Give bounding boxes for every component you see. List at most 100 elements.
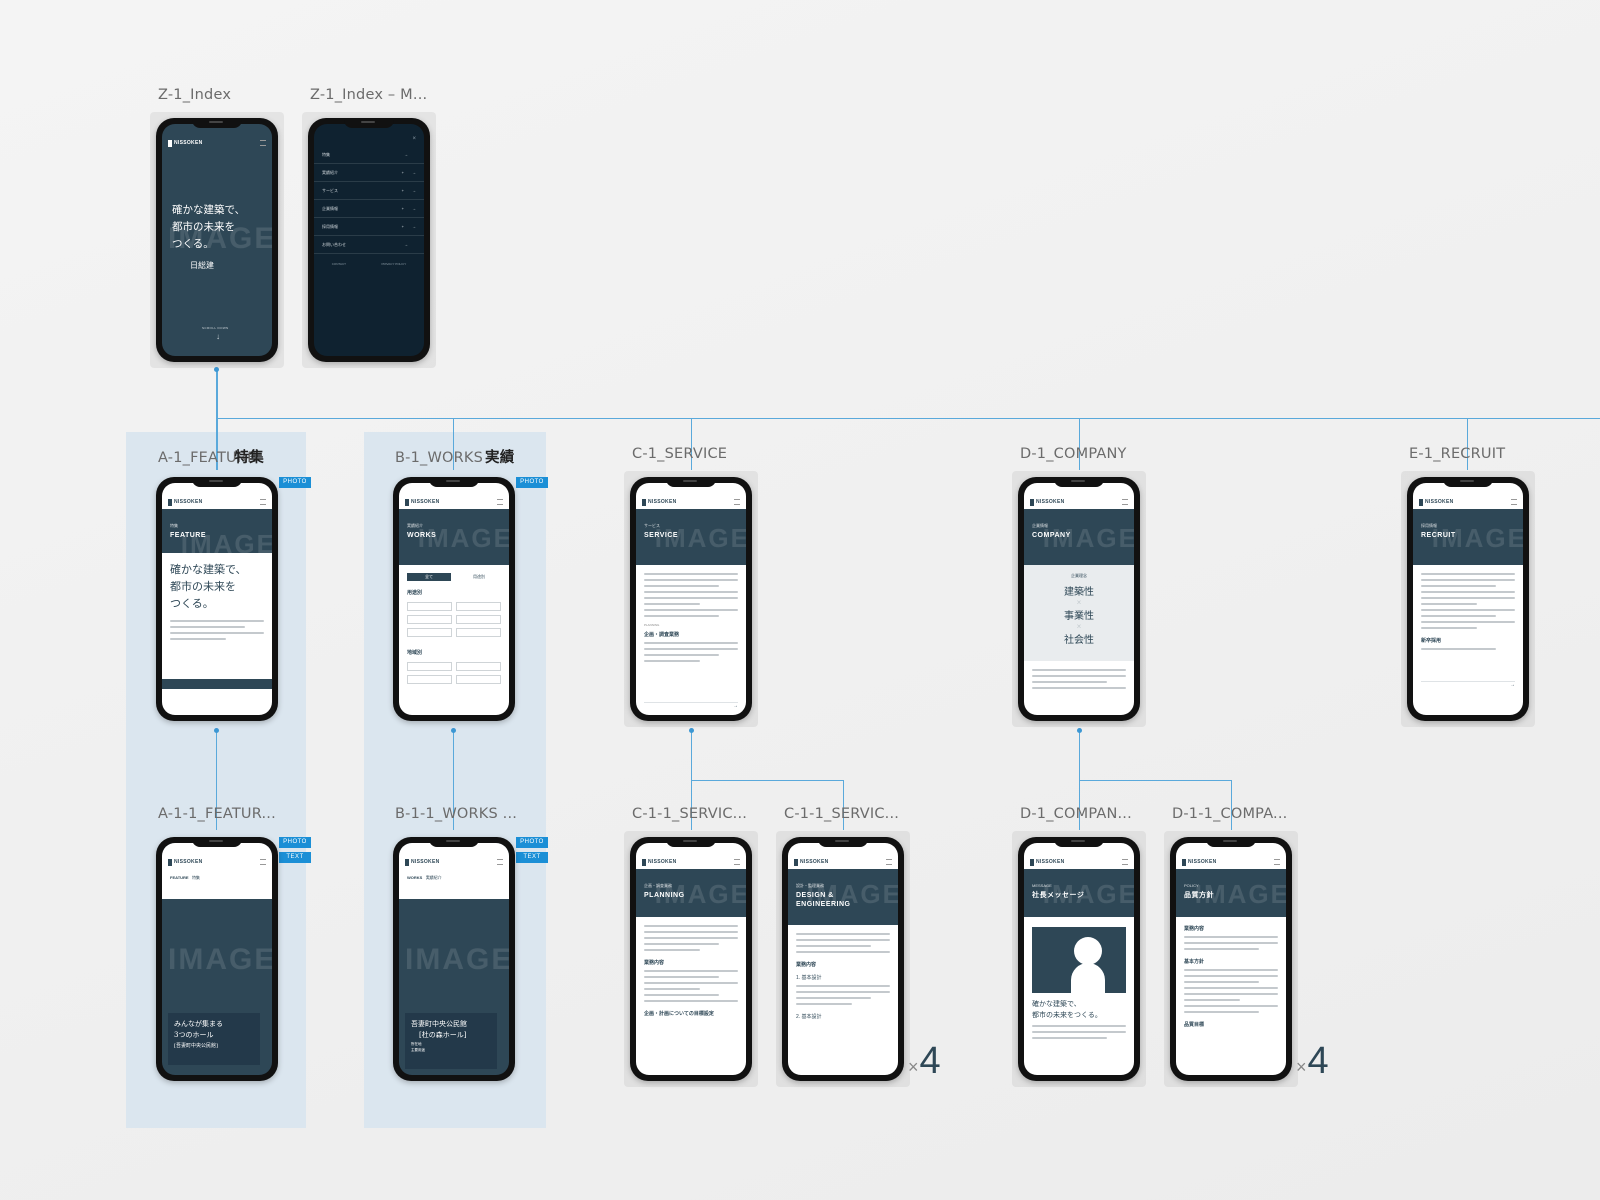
multiplier-label: ×4	[1296, 1040, 1329, 1082]
menu-icon[interactable]	[1122, 499, 1128, 505]
contact-link[interactable]: CONTACT	[331, 262, 347, 266]
section-heading: 用途別	[407, 590, 423, 596]
artboard-label-d1a[interactable]: D-1_COMPAN...	[1020, 806, 1132, 822]
menu-item[interactable]: サービス+→	[314, 182, 424, 200]
connector-line	[1079, 780, 1231, 781]
works-title-card[interactable]: 吾妻町中央公民館 [杜の森ホール] 所在地 主要用途	[405, 1013, 497, 1069]
connector-line	[216, 370, 218, 470]
artboard-label-z1-menu[interactable]: Z-1_Index – M...	[310, 87, 428, 103]
artboard-c11-service-design[interactable]: NISSOKEN 設計・監理業務 DESIGN &ENGINEERING IMA…	[776, 831, 910, 1087]
artboard-label-c11b[interactable]: C-1-1_SERVIC...	[784, 806, 900, 822]
artboard-label-d1b[interactable]: D-1-1_COMPA...	[1172, 806, 1288, 822]
page-label-jp: 実績紹介	[407, 523, 423, 528]
section-heading: 新卒採用	[1421, 638, 1442, 644]
menu-icon[interactable]	[497, 499, 503, 505]
menu-icon[interactable]	[734, 859, 740, 865]
menu-icon[interactable]	[260, 859, 266, 865]
menu-icon[interactable]	[497, 859, 503, 865]
filter-chip[interactable]	[456, 615, 501, 624]
filter-chip[interactable]	[456, 662, 501, 671]
artboard-d11-company-policy[interactable]: NISSOKEN POLICY 品質方針 IMAGE 業務内容 基本方針 品質目…	[1164, 831, 1298, 1087]
scroll-arrow-icon: ↓	[216, 332, 220, 341]
section-label-en: PLANNING	[644, 623, 660, 627]
connector-line	[216, 730, 217, 830]
page-label-jp: 設計・監理業務	[796, 883, 824, 888]
menu-icon[interactable]	[734, 499, 740, 505]
filter-chip[interactable]	[407, 602, 452, 611]
logo-icon	[168, 139, 172, 147]
page-label-jp: 企業情報	[1032, 523, 1048, 528]
page-title: WORKS	[407, 532, 437, 539]
page-label-en: POLICY	[1184, 883, 1199, 888]
filter-chip[interactable]	[407, 675, 452, 684]
close-icon[interactable]: ×	[412, 136, 416, 142]
artboard-b11-works-detail[interactable]: NISSOKEN WORKS 実績紹介 IMAGE 吾妻町中央公民館 [杜の森ホ…	[387, 831, 521, 1087]
artboard-label-d1[interactable]: D-1_COMPANY	[1020, 446, 1127, 462]
hero-watermark: IMAGE	[654, 523, 746, 553]
artboard-label-c1[interactable]: C-1_SERVICE	[632, 446, 728, 462]
feature-title-card[interactable]: みんなが集まる 3つのホール [吾妻町中央公民館]	[168, 1013, 260, 1065]
artboard-a1-feature[interactable]: NISSOKEN 特集 FEATURE IMAGE 確かな建築で、都市の未来をつ…	[150, 471, 284, 727]
hero-watermark: IMAGE	[1431, 523, 1523, 553]
menu-icon[interactable]	[886, 859, 892, 865]
section-heading: 2. 基本設計	[796, 1014, 822, 1020]
page-title: 品質方針	[1184, 892, 1214, 899]
privacy-link[interactable]: PRIVACY POLICY	[381, 262, 407, 266]
filter-chip[interactable]	[456, 628, 501, 637]
artboard-c11-service-planning[interactable]: NISSOKEN 企画・調査業務 PLANNING IMAGE 業務内容 企画・…	[624, 831, 758, 1087]
menu-item[interactable]: 実績紹介+→	[314, 164, 424, 182]
filter-chip[interactable]	[407, 662, 452, 671]
section-heading: 企画・計画についての目標設定	[644, 1011, 714, 1017]
artboard-d1-company[interactable]: NISSOKEN 企業情報 COMPANY IMAGE 企業理念 建築性 × 事…	[1012, 471, 1146, 727]
artboard-a11-feature-detail[interactable]: NISSOKEN FEATURE 特集 IMAGE みんなが集まる 3つのホール…	[150, 831, 284, 1087]
filter-chip[interactable]	[456, 602, 501, 611]
feature-card[interactable]: 確かな建築で、都市の未来をつくる。	[162, 553, 272, 679]
filter-chip[interactable]	[456, 675, 501, 684]
connector-line	[216, 418, 1600, 419]
artboard-label-a11[interactable]: A-1-1_FEATUR...	[158, 806, 276, 822]
artboard-label-b11[interactable]: B-1-1_WORKS ...	[395, 806, 518, 822]
section-heading: 企画・調査業務	[644, 632, 680, 638]
artboard-d1-company-message[interactable]: NISSOKEN MESSAGE 社長メッセージ IMAGE 確かな建築で、 都…	[1012, 831, 1146, 1087]
connector-line	[453, 418, 454, 470]
section-heading: 業務内容	[796, 962, 817, 968]
filter-chip[interactable]	[407, 615, 452, 624]
president-photo-placeholder	[1032, 927, 1126, 993]
menu-item[interactable]: 企業情報+→	[314, 200, 424, 218]
artboard-label-a1[interactable]: A-1_FEATURE特集	[158, 450, 264, 466]
tab-all[interactable]: 全て	[407, 573, 451, 581]
photo-tag: PHOTO	[279, 837, 311, 848]
artboard-label-z1[interactable]: Z-1_Index	[158, 87, 232, 103]
artboard-label-e1[interactable]: E-1_RECRUIT	[1409, 446, 1506, 462]
brand-logo: NISSOKEN	[174, 140, 203, 146]
arrow-right-icon[interactable]: →	[644, 702, 738, 709]
artboard-z1-menu[interactable]: × 特集→ 実績紹介+→ サービス+→ 企業情報+→ 採用情報+→ お問い合わせ…	[302, 112, 436, 368]
menu-item[interactable]: 採用情報+→	[314, 218, 424, 236]
artboard-label-c11a[interactable]: C-1-1_SERVIC...	[632, 806, 748, 822]
breadcrumb: FEATURE 特集	[162, 869, 272, 899]
page-label-jp: 特集	[170, 523, 178, 528]
artboard-c1-service[interactable]: NISSOKEN サービス SERVICE IMAGE PLANNING 企画・…	[624, 471, 758, 727]
hero-watermark: IMAGE	[168, 943, 272, 976]
menu-icon[interactable]	[1511, 499, 1517, 505]
menu-item[interactable]: お問い合わせ→	[314, 236, 424, 254]
menu-icon[interactable]	[1122, 859, 1128, 865]
menu-icon[interactable]	[1274, 859, 1280, 865]
menu-icon[interactable]	[260, 499, 266, 505]
connector-line	[453, 730, 454, 830]
text-tag: TEXT	[279, 852, 311, 863]
menu-icon[interactable]	[260, 140, 266, 146]
scroll-label[interactable]: SCROLL DOWN	[202, 326, 229, 330]
arrow-right-icon[interactable]: →	[1421, 681, 1515, 688]
hero-watermark: IMAGE	[1042, 523, 1134, 553]
tab-category[interactable]: 用途別	[473, 574, 485, 579]
connector-line	[691, 418, 692, 470]
artboard-e1-recruit[interactable]: NISSOKEN 採用情報 RECRUIT IMAGE 新卒採用 →	[1401, 471, 1535, 727]
menu-item[interactable]: 特集→	[314, 146, 424, 164]
filter-chip[interactable]	[407, 628, 452, 637]
artboard-z1-index[interactable]: NISSOKEN IMAGE 確かな建築で、 都市の未来を つくる。 日総建 S…	[150, 112, 284, 368]
section-heading: 1. 基本設計	[796, 975, 822, 981]
artboard-b1-works[interactable]: NISSOKEN 実績紹介 WORKS IMAGE 全て 用途別 用途別 地域別	[387, 471, 521, 727]
